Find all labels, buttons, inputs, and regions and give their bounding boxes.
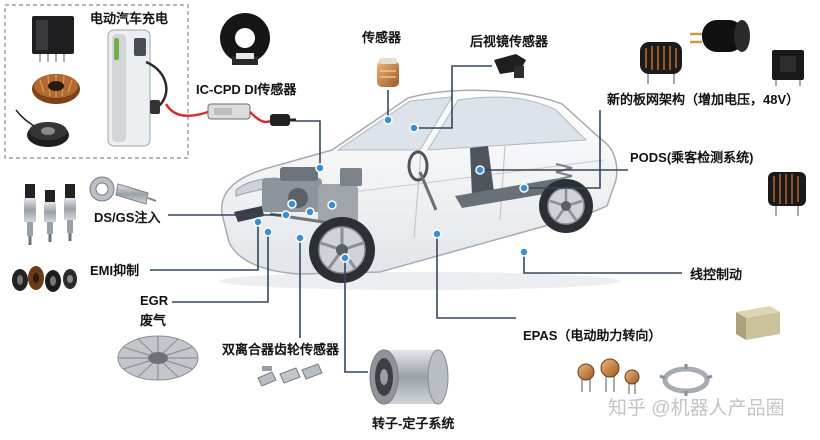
callout-dot bbox=[340, 253, 350, 263]
mirror-sensor-icon bbox=[494, 54, 526, 78]
callout-dot bbox=[519, 247, 529, 257]
callout-line-mirror-sensor bbox=[414, 65, 492, 129]
ev-charging-frame bbox=[4, 4, 189, 159]
charging-station-icon bbox=[107, 29, 168, 147]
callout-line-brake-by-wire bbox=[523, 252, 682, 274]
ev-charging-label: 电动汽车充电 bbox=[90, 11, 168, 26]
brake-by-wire-module-icon bbox=[736, 306, 780, 340]
rear-wheel bbox=[539, 179, 593, 233]
car-shadow bbox=[220, 272, 620, 290]
exhaust-label: 废气 bbox=[140, 313, 166, 328]
smd-inductor-icon bbox=[772, 50, 804, 86]
fuel-injector-icon bbox=[44, 190, 56, 242]
callout-dot bbox=[287, 199, 297, 209]
callout-dot bbox=[305, 207, 315, 217]
brake-by-wire-label: 线控制动 bbox=[690, 267, 742, 282]
mirror-sensor-label: 后视镜传感器 bbox=[470, 34, 549, 49]
ic-cpd-cable-icon bbox=[164, 103, 296, 126]
common-mode-choke-icon bbox=[640, 42, 682, 84]
callout-dot bbox=[327, 200, 337, 210]
ds-gs-injection-label: DS/GS注入 bbox=[94, 210, 160, 225]
connector-icon bbox=[115, 183, 157, 205]
callout-dot bbox=[295, 233, 305, 243]
callout-line-board-net bbox=[524, 110, 601, 189]
dual-clutch-sensor-label: 双离合器齿轮传感器 bbox=[222, 342, 340, 357]
pods-label: PODS(乘客检测系统) bbox=[630, 150, 754, 165]
bearing-icon bbox=[89, 176, 115, 202]
gear-sensor-parts-icon bbox=[257, 363, 323, 387]
callout-dot bbox=[315, 163, 325, 173]
car bbox=[220, 89, 620, 290]
egr-label: EGR bbox=[140, 293, 169, 308]
callout-line-rotor-stator bbox=[344, 258, 368, 373]
sensor-icon bbox=[377, 58, 399, 87]
watermark: 知乎 @机器人产品圈 bbox=[608, 397, 785, 419]
egr-valve-fan-icon bbox=[117, 335, 199, 381]
callout-line-egr bbox=[172, 232, 269, 303]
ev-charging-group bbox=[4, 4, 189, 159]
pods-coil-icon bbox=[768, 172, 806, 216]
door-lines bbox=[413, 145, 506, 239]
side-window bbox=[427, 96, 588, 151]
sensor-label: 传感器 bbox=[361, 30, 402, 45]
rotor-stator-label: 转子-定子系统 bbox=[372, 416, 454, 431]
callout-dot bbox=[519, 183, 529, 193]
board-net-label: 新的板网架构（增加电压，48V） bbox=[607, 92, 799, 107]
emi-suppression-label: EMI抑制 bbox=[90, 263, 139, 278]
callout-line-emi bbox=[150, 222, 259, 271]
labels: 电动汽车充电 IC-CPD DI传感器 传感器 后视镜传感器 新的板网架构（增加… bbox=[90, 11, 799, 431]
power-module-icon bbox=[32, 16, 74, 62]
front-grille bbox=[234, 206, 264, 222]
battery-pack bbox=[455, 178, 568, 208]
callout-dot bbox=[475, 165, 485, 175]
toroid-coil-icon bbox=[32, 74, 80, 104]
callout-dot bbox=[263, 227, 273, 237]
epas-label: EPAS（电动助力转向） bbox=[523, 328, 661, 343]
callout-dot bbox=[281, 210, 291, 220]
current-sensor-ring-icon bbox=[220, 13, 270, 65]
callout-dot bbox=[432, 229, 442, 239]
emi-ferrite-beads-icon bbox=[12, 266, 77, 292]
front-wheel bbox=[309, 217, 375, 283]
callout-lines bbox=[150, 65, 682, 373]
engine-bay bbox=[262, 167, 362, 228]
callout-dots bbox=[253, 115, 529, 263]
steering-wheel bbox=[407, 150, 438, 211]
ring-magnet-icon bbox=[15, 109, 69, 147]
callout-dot bbox=[409, 123, 419, 133]
epas-sensor-components-icon bbox=[577, 358, 640, 394]
callout-dot bbox=[383, 115, 393, 125]
rotor-stator-icon bbox=[369, 349, 449, 405]
power-inductor-icon bbox=[690, 20, 750, 52]
callout-line-ic-cpd bbox=[296, 120, 321, 168]
callout-line-epas bbox=[436, 234, 516, 319]
callout-dot bbox=[253, 217, 263, 227]
fuel-injector-icon bbox=[24, 184, 36, 245]
epas-sensor-ring-icon bbox=[659, 364, 713, 396]
ic-cpd-sensor-label: IC-CPD DI传感器 bbox=[196, 82, 297, 97]
fuel-injector-icon bbox=[64, 184, 76, 241]
